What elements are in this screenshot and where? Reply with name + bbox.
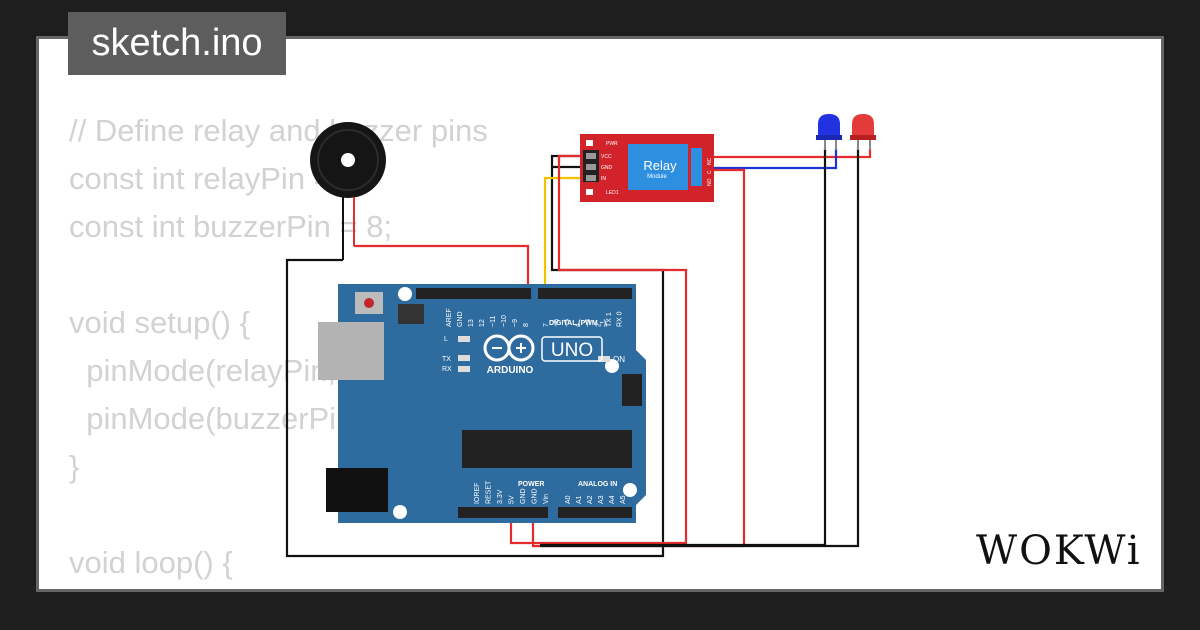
microcontroller-chip: [462, 430, 632, 468]
relay-pin-in: IN: [601, 176, 606, 182]
pin-label: RESET: [486, 480, 493, 504]
relay-pwr-label: PWR: [606, 141, 618, 147]
analog-header-label: ANALOG IN: [578, 481, 617, 488]
pin-label: A5: [620, 495, 627, 504]
digital-header-label: DIGITAL (PWM ~): [549, 320, 606, 327]
pin-label: GND: [520, 488, 527, 504]
pin-label: RX 0: [617, 311, 624, 327]
arduino-logo: [483, 334, 535, 362]
board-on-label: ON: [613, 355, 625, 364]
pin-label: ~9: [512, 319, 519, 327]
relay-module[interactable]: PWR LED1 VCC GND IN Relay Module NO C NC: [580, 134, 714, 202]
board-tx-label: TX: [442, 356, 451, 363]
wokwi-logo: WOKWi: [976, 528, 1142, 574]
wire-led-red-gnd: [540, 148, 860, 548]
buzzer[interactable]: [310, 122, 386, 260]
relay-pin-gnd: GND: [601, 165, 613, 171]
pin-label: IOREF: [474, 483, 481, 504]
usb-port: [318, 322, 384, 380]
pin-label: Vin: [543, 494, 550, 504]
wire-buzzer-signal: [354, 244, 530, 296]
arduino-uno[interactable]: UNO ARDUINO ON L TX RX DIGITAL (PWM ~) P…: [318, 284, 646, 523]
pin-label: 12: [479, 319, 486, 327]
wire-5v: [509, 154, 688, 545]
pin-label: 4: [575, 323, 582, 327]
board-rx-label: RX: [442, 366, 452, 373]
pin-label: ~6: [554, 319, 561, 327]
pin-label: A1: [576, 495, 583, 504]
power-jack: [326, 468, 388, 512]
board-l-label: L: [444, 336, 448, 343]
relay-pin-vcc: VCC: [601, 154, 612, 160]
pin-label: GND: [457, 311, 464, 327]
pin-label: AREF: [446, 308, 453, 327]
pin-label: ~3: [585, 319, 592, 327]
pin-label: A2: [587, 495, 594, 504]
board-brand: ARDUINO: [487, 365, 534, 376]
pin-label: ~5: [564, 319, 571, 327]
pin-label: A0: [565, 495, 572, 504]
relay-title: Relay: [643, 158, 677, 173]
wire-relay-in: [543, 176, 590, 296]
pin-label: GND: [532, 488, 539, 504]
board-model: UNO: [551, 340, 593, 361]
led-blue[interactable]: [816, 114, 842, 150]
pin-label: ~10: [501, 315, 508, 327]
pin-label: 2: [596, 323, 603, 327]
file-tab[interactable]: sketch.ino: [68, 12, 286, 75]
relay-led-label: LED1: [606, 190, 619, 196]
led-red[interactable]: [850, 114, 876, 150]
relay-contact-c: C: [707, 170, 713, 174]
wire-led-blue: [706, 148, 838, 170]
pin-label: 3.3V: [497, 489, 504, 504]
pin-label: 7: [543, 323, 550, 327]
pin-label: A3: [598, 495, 605, 504]
pin-label: 5V: [509, 495, 516, 504]
relay-contact-no: NO: [707, 178, 713, 186]
pin-label: 8: [523, 323, 530, 327]
relay-subtitle: Module: [647, 174, 667, 180]
pin-label: TX 1: [606, 312, 613, 327]
pin-label: 13: [468, 319, 475, 327]
pin-label: ~11: [490, 316, 497, 327]
power-header-label: POWER: [518, 481, 544, 488]
wires: [285, 148, 872, 558]
pin-label: A4: [609, 495, 616, 504]
relay-contact-nc: NC: [707, 157, 713, 165]
wire-led-common: [706, 148, 872, 159]
wire-buzzer-gnd: [285, 154, 665, 558]
